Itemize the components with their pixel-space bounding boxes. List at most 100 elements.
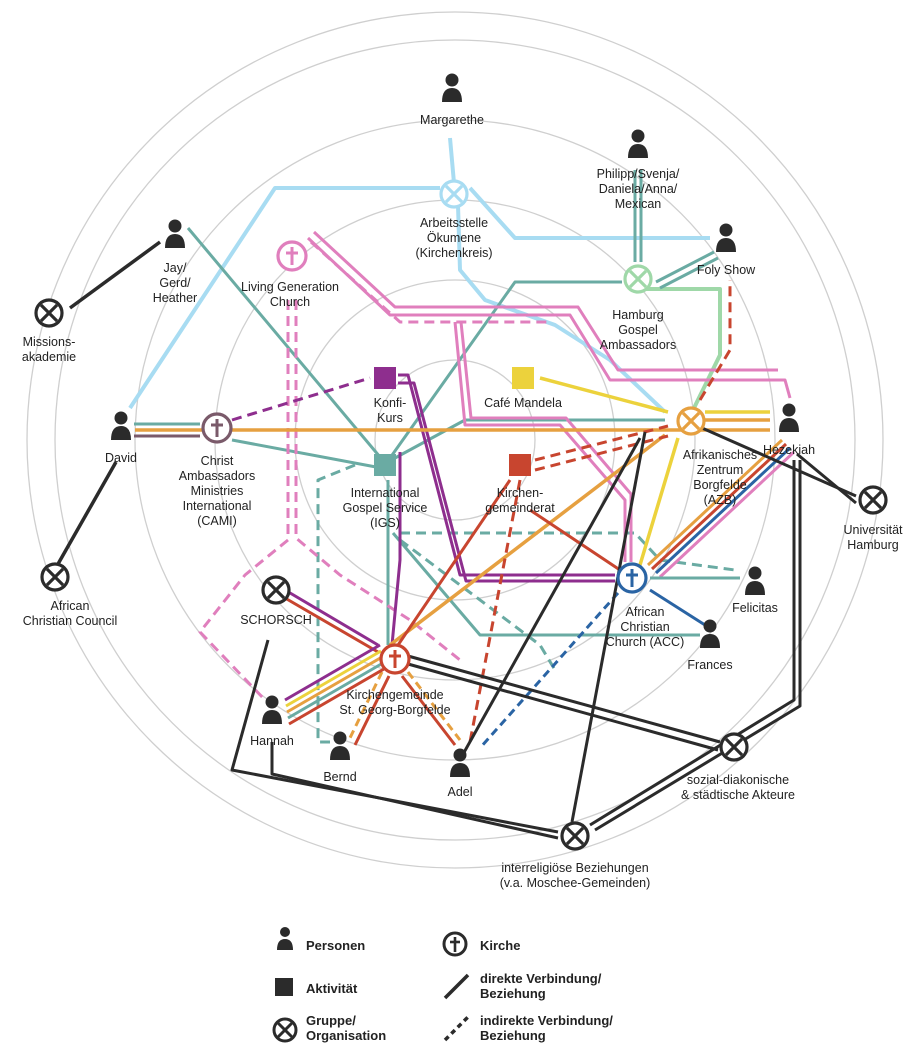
node-label: David [105, 451, 137, 465]
link-hannah-kg-yellow [285, 649, 382, 708]
node-label: (CAMI) [197, 514, 237, 528]
node-label: Adel [447, 785, 472, 799]
node-label: Universität [843, 523, 903, 537]
legend: Personen Aktivität Gruppe/ Organisation … [272, 927, 613, 1043]
node-schorsch: SCHORSCH [240, 575, 312, 627]
node-label: (Kirchenkreis) [415, 246, 492, 260]
activity-icon [374, 367, 396, 389]
node-label: Borgfelde [693, 478, 747, 492]
person-icon-body [700, 634, 720, 648]
node-label: Hamburg [612, 308, 663, 322]
person-icon [453, 748, 467, 762]
node-label: Hezekiah [763, 443, 815, 457]
link-hga-azb [646, 287, 722, 409]
link-schorsch-interrel [230, 639, 559, 834]
link-azb-uni-b [796, 452, 857, 505]
person-icon [719, 223, 733, 237]
link-kg-adel-red [400, 675, 457, 746]
person-icon [445, 73, 459, 87]
person-icon-body [262, 710, 282, 724]
link-foly-hga-a [655, 250, 715, 284]
link-hannah-kg-teal [287, 661, 384, 720]
node-label: African [51, 599, 90, 613]
link-azb-adel [460, 437, 642, 757]
link-lgc-acc-b [459, 321, 633, 562]
legend-aktivitaet-label: Aktivität [306, 981, 358, 996]
link-kgr-azb-dash-a [534, 424, 669, 462]
link-arbeitsstelle-foly [468, 186, 710, 240]
node-label: Christian [620, 620, 669, 634]
node-missions: Missions-akademie [22, 298, 76, 364]
node-label: SCHORSCH [240, 613, 312, 627]
link-lgc-down-a [198, 300, 290, 702]
link-azb-uni-a [701, 426, 857, 498]
link-acc-felicitas-blue [649, 588, 706, 627]
group-icon [719, 732, 749, 762]
node-label: Konfi- [374, 396, 407, 410]
node-label: Philipp/Svenja/ [597, 167, 680, 181]
node-label: Arbeitsstelle [420, 216, 488, 230]
ring-4 [134, 119, 776, 761]
node-label: Afrikanisches [683, 448, 757, 462]
link-hannah-kg-orange [286, 655, 383, 714]
link-hannah-kg-purple [284, 643, 381, 702]
group-icon [261, 575, 291, 605]
node-label: Zentrum [697, 463, 744, 477]
link-kg-sozial-b [407, 662, 719, 752]
node-hezekiah: Hezekiah [763, 403, 815, 457]
person-icon-body [165, 234, 185, 248]
node-label: Kirchen- [497, 486, 544, 500]
link-hez-acc-blue [654, 446, 792, 575]
node-label: (v.a. Moschee-Gemeinden) [500, 876, 651, 890]
link-lgc-azb-b [312, 230, 778, 372]
node-bernd: Bernd [323, 731, 357, 784]
link-cami-konfi-dash [231, 376, 371, 422]
node-jay: Jay/Gerd/Heather [153, 219, 197, 305]
node-label: Ambassadors [179, 469, 255, 483]
link-kgr-adel-dash [468, 479, 522, 743]
node-label: Daniela/Anna/ [599, 182, 678, 196]
church-icon [201, 412, 233, 444]
node-label: Bernd [323, 770, 356, 784]
person-icon [631, 129, 645, 143]
legend-indirect-line-icon [443, 1015, 470, 1042]
node-label: (IGS) [370, 516, 400, 530]
link-igs-frances-b [399, 538, 557, 671]
activity-icon [509, 454, 531, 476]
link-lgc-acc-a [453, 321, 627, 562]
node-label: Ambassadors [600, 338, 676, 352]
node-label: Missions- [23, 335, 76, 349]
legend-gruppe-label-2: Organisation [306, 1028, 386, 1043]
link-jay-igs [186, 227, 382, 458]
legend-indirekt-label-1: indirekte Verbindung/ [480, 1013, 613, 1028]
node-label: Kurs [377, 411, 403, 425]
legend-activity-icon [275, 978, 293, 996]
node-label: St. Georg-Borgfelde [339, 703, 450, 717]
legend-personen [277, 927, 293, 950]
node-felicitas: Felicitas [732, 566, 778, 615]
node-label: & städtische Akteure [681, 788, 795, 802]
node-label: Heather [153, 291, 197, 305]
legend-kirche-label: Kirche [480, 938, 520, 953]
person-icon-body [779, 418, 799, 432]
person-icon-body [450, 763, 470, 777]
node-label: Ministries [191, 484, 244, 498]
person-icon-body [745, 581, 765, 595]
node-interrel: interreligiöse Beziehungen(v.a. Moschee-… [500, 821, 651, 890]
link-konfi-acc-a [398, 373, 615, 577]
person-icon-body [111, 426, 131, 440]
node-label: Foly Show [697, 263, 756, 277]
person-icon [168, 219, 182, 233]
node-label: Hamburg [847, 538, 898, 552]
link-kg-schorsch-red [284, 596, 379, 654]
node-label: Felicitas [732, 601, 778, 615]
node-cafe: Café Mandela [484, 367, 562, 410]
link-azb-interrel [570, 431, 647, 823]
legend-indirekt-label-2: Beziehung [480, 1028, 546, 1043]
link-hez-interrel-a [589, 460, 796, 827]
activity-icon [512, 367, 534, 389]
link-hez-acc-red [650, 442, 788, 571]
